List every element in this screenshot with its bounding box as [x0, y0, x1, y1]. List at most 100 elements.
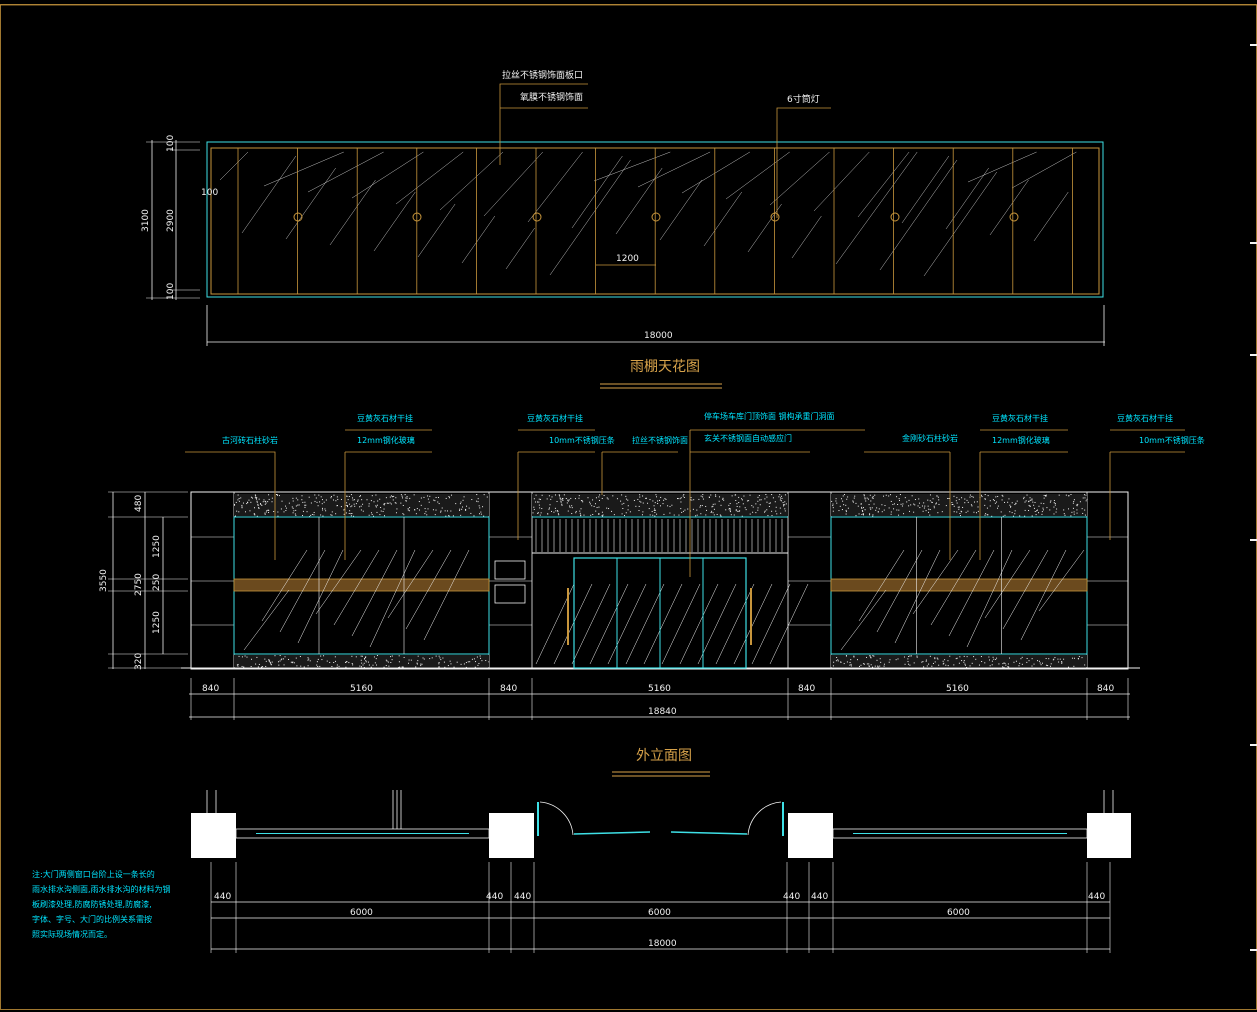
- speckle-dot: [767, 515, 769, 517]
- speckle-dot: [248, 499, 250, 501]
- speckle-dot: [383, 508, 385, 510]
- speckle-dot: [255, 663, 257, 665]
- stone-column: [1086, 491, 1129, 669]
- speckle-dot: [1026, 494, 1028, 496]
- speckle-dot: [1007, 501, 1009, 503]
- speckle-dot: [669, 506, 671, 508]
- elev-label-l5: 停车场车库门顶饰面 钢构承重门洞面: [704, 411, 835, 421]
- speckle-dot: [845, 504, 847, 506]
- speckle-dot: [553, 511, 555, 513]
- speckle-dot: [700, 513, 702, 515]
- speckle-dot: [934, 658, 936, 660]
- ceiling-inner-dim: 100: [201, 188, 218, 198]
- speckle-dot: [735, 499, 737, 501]
- speckle-dot: [427, 498, 429, 500]
- speckle-dot: [733, 514, 735, 516]
- speckle-dot: [908, 663, 910, 665]
- glass-hatch: [315, 549, 362, 615]
- speckle-dot: [240, 497, 242, 499]
- speckle-dot: [569, 506, 571, 508]
- elev-label-l5b: 玄关不锈钢面自动感应门: [704, 433, 792, 443]
- speckle-dot: [1029, 499, 1031, 501]
- speckle-dot: [277, 515, 279, 517]
- speckle-dot: [845, 511, 847, 513]
- speckle-dot: [1073, 665, 1075, 667]
- speckle-dot: [963, 661, 965, 663]
- speckle-dot: [391, 659, 393, 661]
- speckle-dot: [1033, 507, 1035, 509]
- speckle-dot: [998, 663, 1000, 665]
- speckle-dot: [692, 508, 694, 510]
- speckle-dot: [477, 498, 479, 500]
- glass-hatch: [333, 549, 380, 626]
- speckle-dot: [319, 665, 321, 667]
- speckle-dot: [623, 502, 625, 504]
- speckle-dot: [320, 496, 322, 498]
- speckle-dot: [334, 656, 336, 658]
- speckle-dot: [642, 495, 644, 497]
- speckle-dot: [852, 501, 854, 503]
- speckle-dot: [1084, 497, 1086, 499]
- speckle-dot: [771, 510, 773, 512]
- speckle-dot: [368, 664, 370, 666]
- speckle-dot: [1057, 658, 1059, 660]
- speckle-dot: [836, 657, 838, 659]
- speckle-dot: [677, 498, 679, 500]
- speckle-dot: [537, 512, 539, 514]
- speckle-dot: [462, 506, 464, 508]
- speckle-dot: [849, 661, 851, 663]
- speckle-dot: [647, 502, 649, 504]
- speckle-dot: [779, 507, 781, 509]
- speckle-dot: [425, 511, 427, 513]
- speckle-dot: [916, 656, 918, 658]
- speckle-dot: [711, 510, 713, 512]
- speckle-dot: [654, 509, 656, 511]
- speckle-dot: [375, 494, 377, 496]
- speckle-dot: [639, 494, 641, 496]
- speckle-dot: [662, 503, 664, 505]
- speckle-dot: [1046, 507, 1048, 509]
- speckle-dot: [695, 515, 697, 517]
- speckle-dot: [1029, 505, 1031, 507]
- speckle-dot: [437, 501, 439, 503]
- speckle-dot: [1001, 494, 1003, 496]
- speckle-dot: [480, 657, 482, 659]
- speckle-dot: [265, 660, 267, 662]
- speckle-dot: [298, 504, 300, 506]
- speckle-dot: [868, 663, 870, 665]
- speckle-dot: [394, 502, 396, 504]
- speckle-dot: [377, 500, 379, 502]
- speckle-dot: [966, 666, 968, 668]
- speckle-dot: [1028, 501, 1030, 503]
- speckle-dot: [850, 665, 852, 667]
- plan-small-1: 440: [486, 892, 503, 902]
- speckle-dot: [347, 499, 349, 501]
- elev-center-door: [494, 516, 809, 669]
- light-icon: [1009, 212, 1019, 222]
- speckle-dot: [365, 660, 367, 662]
- speckle-dot: [890, 494, 892, 496]
- speckle-dot: [888, 661, 890, 663]
- speckle-dot: [1004, 662, 1006, 664]
- speckle-dot: [590, 514, 592, 516]
- speckle-dot: [935, 502, 937, 504]
- plan-dim-ticks: [210, 862, 1111, 953]
- ceiling-leader-2: [776, 107, 831, 218]
- speckle-dot: [1033, 504, 1035, 506]
- speckle-dot: [361, 655, 363, 657]
- speckle-dot: [667, 505, 669, 507]
- speckle-dot: [546, 498, 548, 500]
- speckle-dot: [898, 509, 900, 511]
- speckle-dot: [1023, 498, 1025, 500]
- speckle-dot: [461, 508, 463, 510]
- speckle-dot: [924, 505, 926, 507]
- plan-total-dim: 18000: [648, 939, 677, 949]
- speckle-dot: [563, 494, 565, 496]
- speckle-dot: [264, 658, 266, 660]
- speckle-dot: [429, 495, 431, 497]
- speckle-dot: [316, 501, 318, 503]
- speckle-dot: [386, 502, 388, 504]
- speckle-dot: [969, 665, 971, 667]
- speckle-dot: [551, 496, 553, 498]
- speckle-dot: [449, 660, 451, 662]
